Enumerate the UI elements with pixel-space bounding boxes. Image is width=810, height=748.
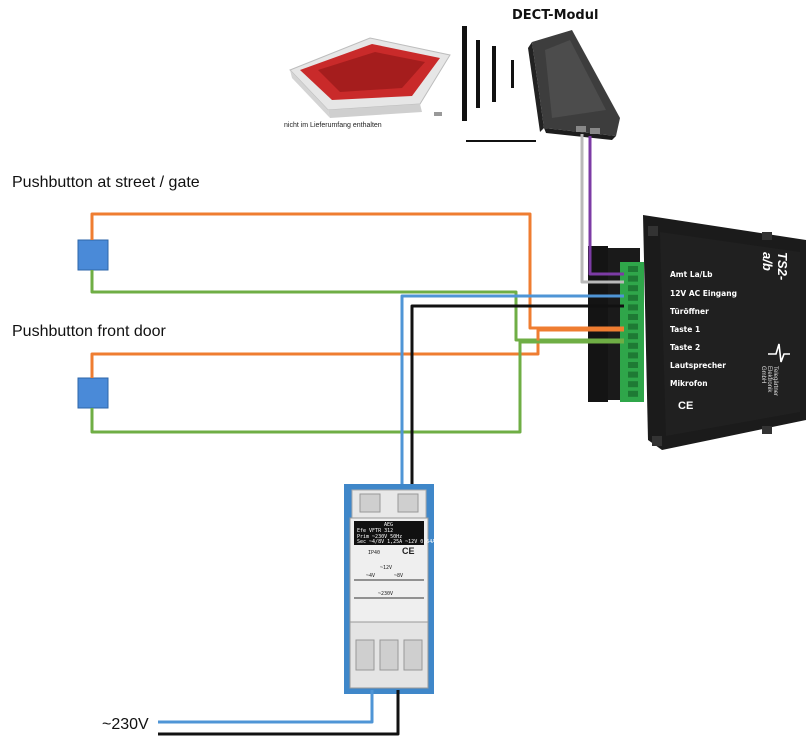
terminal-label-lautsprecher: Lautsprecher — [670, 361, 726, 370]
street-gate-label: Pushbutton at street / gate — [12, 174, 200, 191]
wire-orange-front — [90, 328, 624, 378]
terminal-slot — [628, 362, 638, 368]
psu-make: AEG — [384, 522, 394, 528]
psu-v8: ~8V — [394, 573, 404, 579]
terminal-slot — [628, 285, 638, 292]
terminal-label-taste1: Taste 1 — [670, 325, 701, 334]
dect-module-label: DECT-Modul — [512, 8, 599, 23]
terminal-slot — [628, 390, 638, 397]
psu-sec: Sec ~4/8V 1,25A ~12V 0,64A — [357, 539, 436, 545]
psu-prim: Prim ~230V 50Hz — [357, 534, 403, 540]
terminal-slot — [628, 333, 638, 340]
terminal-slot — [628, 304, 638, 311]
telegaertner-logo-icon — [768, 343, 790, 363]
front-door-label: Pushbutton front door — [12, 323, 166, 340]
terminal-slot — [628, 323, 638, 330]
psu-v4: ~4V — [366, 573, 376, 579]
terminal-label-amt: Amt La/Lb — [670, 270, 713, 279]
psu-model: Efe VFTR 312 — [357, 528, 394, 534]
psu-v230: ~230V — [378, 591, 394, 597]
wire-blue-12v — [400, 294, 624, 484]
wire-green-front — [90, 340, 624, 434]
power-supply-unit — [344, 484, 434, 694]
ts-brand-label: TS2-a/b — [760, 252, 790, 281]
psu-ip: IP40 — [368, 550, 381, 556]
mains-label: ~230V — [102, 716, 149, 733]
wire-purple-dect — [588, 136, 624, 276]
terminal-label-mikrofon: Mikrofon — [670, 379, 708, 388]
terminal-label-taste2: Taste 2 — [670, 343, 701, 352]
pushbutton-front-door — [77, 377, 109, 409]
wire-orange-street — [90, 212, 624, 330]
wire-green-street — [90, 270, 624, 342]
terminal-label-12v: 12V AC Eingang — [670, 289, 737, 298]
terminal-slot — [628, 294, 638, 301]
wireless-signal-icon — [462, 26, 536, 142]
psu-ce-mark: CE — [402, 546, 415, 556]
psu-v12: ~12V — [380, 565, 393, 571]
wire-grey-dect — [580, 134, 624, 284]
terminal-slot — [628, 314, 638, 320]
router-illustration — [289, 37, 451, 118]
terminal-slot — [628, 352, 638, 359]
wire-black-mains — [158, 690, 400, 736]
ts-ce-mark: CE — [678, 400, 694, 412]
dect-module — [528, 30, 620, 140]
router-caption: nicht im Lieferumfang enthalten — [284, 122, 382, 129]
wire-blue-mains — [158, 690, 374, 724]
terminal-slot — [628, 342, 638, 349]
wire-black-12v — [410, 304, 624, 484]
terminal-slot — [628, 275, 638, 282]
ts-vendor-label: Telegärtner Elektronik GmbH — [760, 366, 778, 397]
wires — [90, 134, 624, 736]
terminal-slot — [628, 266, 638, 272]
terminal-label-tueroeffner: Türöffner — [670, 307, 709, 316]
terminal-block — [620, 262, 644, 402]
pushbutton-street-gate — [77, 239, 109, 271]
terminal-slot — [628, 381, 638, 388]
terminal-slot — [628, 371, 638, 378]
